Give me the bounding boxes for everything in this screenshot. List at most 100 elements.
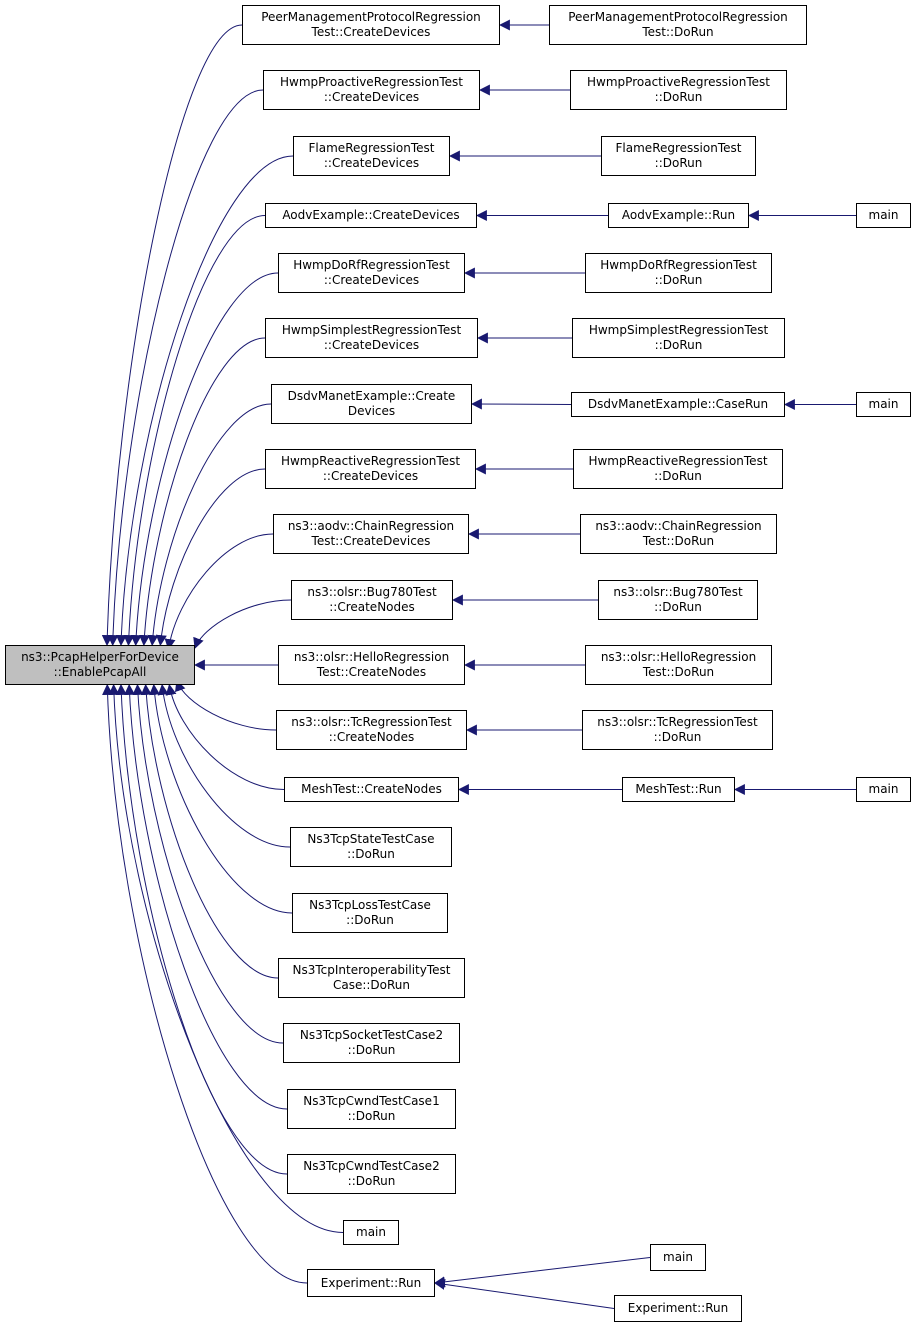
- node-label-line: ::DoRun: [654, 600, 702, 614]
- node-tcpcwnd1[interactable]: Ns3TcpCwndTestCase1::DoRun: [287, 1089, 456, 1129]
- node-label-line: Ns3TcpInteroperabilityTest: [292, 963, 451, 977]
- edge-hsimp-cd-to-root: [138, 337, 266, 647]
- node-label-line: ::DoRun: [346, 913, 394, 927]
- node-label-line: Test::CreateNodes: [316, 665, 427, 679]
- node-label-line: Experiment::Run: [627, 1301, 729, 1315]
- node-label-line: HwmpDoRfRegressionTest: [600, 258, 757, 272]
- edge-tc-cn-to-root: [175, 679, 277, 731]
- node-label-line: HwmpProactiveRegressionTest: [280, 75, 463, 89]
- node-label-line: AodvExample::CreateDevices: [282, 208, 460, 222]
- node-label-line: ::DoRun: [347, 1174, 396, 1188]
- node-label-line: ::DoRun: [653, 730, 702, 744]
- node-hsimp-cd[interactable]: HwmpSimplestRegressionTest::CreateDevice…: [265, 318, 478, 358]
- node-main1[interactable]: main: [856, 203, 911, 228]
- node-dsdv-cr[interactable]: DsdvManetExample::CaseRun: [571, 392, 785, 417]
- node-label-line: main: [663, 1250, 693, 1264]
- node-bug780-cn[interactable]: ns3::olsr::Bug780Test::CreateNodes: [291, 580, 453, 620]
- node-aodv-cd[interactable]: AodvExample::CreateDevices: [265, 203, 477, 228]
- node-aodv-run[interactable]: AodvExample::Run: [608, 203, 749, 228]
- node-label-line: DsdvManetExample::CaseRun: [587, 397, 769, 411]
- node-label-line: ::CreateDevices: [323, 338, 420, 352]
- node-main4[interactable]: main: [343, 1220, 399, 1245]
- node-tc-dr[interactable]: ns3::olsr::TcRegressionTest::DoRun: [582, 710, 773, 750]
- node-label-line: PeerManagementProtocolRegression: [261, 10, 481, 24]
- node-label-line: Ns3TcpSocketTestCase2: [299, 1028, 444, 1042]
- edge-hpr-cd-to-root: [107, 89, 264, 647]
- node-label-line: ::EnablePcapAll: [53, 665, 147, 679]
- node-mesh-run[interactable]: MeshTest::Run: [622, 777, 735, 802]
- node-hdrf-cd[interactable]: HwmpDoRfRegressionTest::CreateDevices: [278, 253, 465, 293]
- node-label-line: ::DoRun: [654, 273, 703, 287]
- node-label-line: Ns3TcpCwndTestCase1: [303, 1094, 440, 1108]
- node-label-line: HwmpSimplestRegressionTest: [588, 323, 769, 337]
- node-tcpsock2[interactable]: Ns3TcpSocketTestCase2::DoRun: [283, 1023, 460, 1063]
- node-label-line: main: [356, 1225, 386, 1239]
- node-label-line: HwmpProactiveRegressionTest: [587, 75, 770, 89]
- node-exp-run[interactable]: Experiment::Run: [307, 1269, 435, 1297]
- node-label-line: ns3::PcapHelperForDevice: [21, 650, 179, 664]
- edge-main4-to-root: [108, 683, 344, 1233]
- node-hdrf-dr[interactable]: HwmpDoRfRegressionTest::DoRun: [585, 253, 772, 293]
- node-hreact-dr[interactable]: HwmpReactiveRegressionTest::DoRun: [573, 449, 783, 489]
- node-bug780-dr[interactable]: ns3::olsr::Bug780Test::DoRun: [598, 580, 758, 620]
- node-label-line: Test::DoRun: [642, 665, 715, 679]
- edge-tcpstate-to-root: [157, 683, 291, 848]
- node-label-line: MeshTest::Run: [635, 782, 722, 796]
- node-tcpstate[interactable]: Ns3TcpStateTestCase::DoRun: [290, 827, 452, 867]
- edge-dsdv-cd-to-root: [147, 403, 272, 647]
- node-label-line: HwmpReactiveRegressionTest: [588, 454, 768, 468]
- node-hpr-dr[interactable]: HwmpProactiveRegressionTest::DoRun: [570, 70, 787, 110]
- node-label-line: Devices: [347, 404, 396, 418]
- node-label-line: Ns3TcpLossTestCase: [309, 898, 431, 912]
- node-label-line: Test::DoRun: [642, 25, 714, 39]
- node-label-line: ::CreateDevices: [323, 156, 420, 170]
- node-label-line: ns3::olsr::HelloRegression: [600, 650, 757, 664]
- node-tcploss[interactable]: Ns3TcpLossTestCase::DoRun: [292, 893, 448, 933]
- node-label-line: ::DoRun: [347, 1043, 396, 1057]
- node-flame-dr[interactable]: FlameRegressionTest::DoRun: [601, 136, 756, 176]
- edge-chain-cd-to-root: [164, 533, 274, 651]
- edge-exp-run2-to-exp-run: [433, 1278, 615, 1309]
- node-label-line: ::DoRun: [654, 90, 703, 104]
- node-main2[interactable]: main: [856, 392, 911, 417]
- node-label-line: ns3::aodv::ChainRegression: [287, 519, 455, 533]
- node-mesh-cn[interactable]: MeshTest::CreateNodes: [284, 777, 459, 802]
- node-label-line: HwmpReactiveRegressionTest: [280, 454, 461, 468]
- node-label-line: ns3::olsr::TcRegressionTest: [597, 715, 758, 729]
- node-hpr-cd[interactable]: HwmpProactiveRegressionTest::CreateDevic…: [263, 70, 480, 110]
- node-tc-cn[interactable]: ns3::olsr::TcRegressionTest::CreateNodes: [276, 710, 467, 750]
- node-label-line: main: [868, 208, 899, 222]
- edge-tcpcwnd2-to-root: [115, 683, 288, 1175]
- edge-hdrf-cd-to-root: [130, 272, 279, 647]
- node-label-line: ns3::olsr::Bug780Test: [613, 585, 743, 599]
- node-label-line: ::CreateDevices: [323, 273, 420, 287]
- edge-tcpinterop-to-root: [140, 683, 279, 979]
- edge-exp-run-to-root: [102, 683, 308, 1284]
- node-main3[interactable]: main: [856, 777, 911, 802]
- node-hsimp-dr[interactable]: HwmpSimplestRegressionTest::DoRun: [572, 318, 785, 358]
- node-main5[interactable]: main: [650, 1244, 706, 1271]
- edge-main5-to-exp-run: [433, 1257, 651, 1288]
- root-node: ns3::PcapHelperForDevice::EnablePcapAll: [5, 645, 195, 685]
- edge-pmprt-cd-to-root: [101, 24, 243, 647]
- node-exp-run2[interactable]: Experiment::Run: [614, 1295, 742, 1322]
- node-flame-cd[interactable]: FlameRegressionTest::CreateDevices: [293, 136, 450, 176]
- node-label-line: ns3::olsr::TcRegressionTest: [291, 715, 452, 729]
- node-tcpcwnd2[interactable]: Ns3TcpCwndTestCase2::DoRun: [287, 1154, 456, 1194]
- node-hreact-cd[interactable]: HwmpReactiveRegressionTest::CreateDevice…: [265, 449, 476, 489]
- edge-aodv-cd-to-root: [123, 215, 266, 647]
- node-label-line: ::DoRun: [654, 156, 703, 170]
- node-label-line: main: [868, 782, 899, 796]
- node-label-line: PeerManagementProtocolRegression: [568, 10, 788, 24]
- node-label-line: HwmpSimplestRegressionTest: [281, 323, 462, 337]
- node-label-line: ::DoRun: [654, 338, 703, 352]
